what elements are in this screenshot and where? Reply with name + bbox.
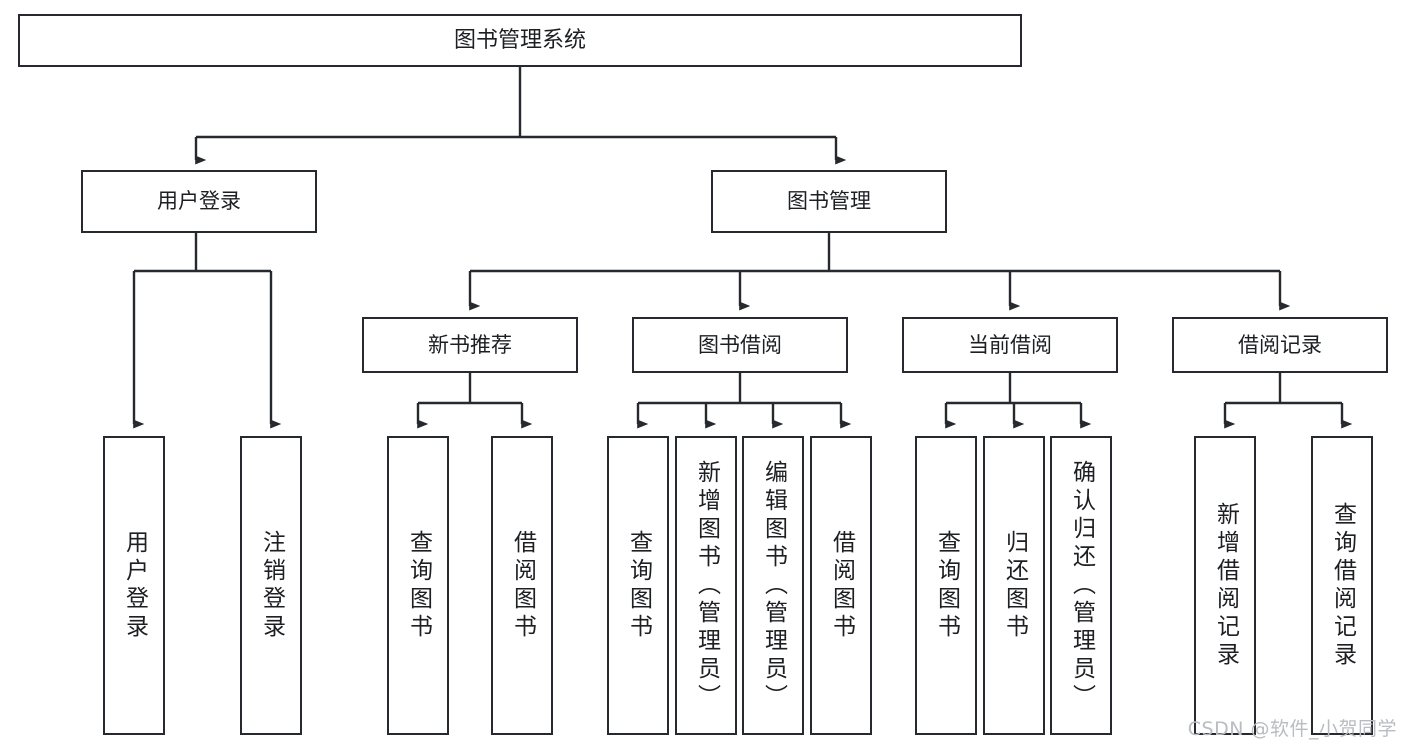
node-label: 借阅图书 [509, 529, 536, 642]
leaf-record-query-borrow-record[interactable]: 查询借阅记录 [1311, 436, 1373, 735]
leaf-current-return-books[interactable]: 归还图书 [983, 436, 1045, 735]
leaf-new-book-borrow-books[interactable]: 借阅图书 [491, 436, 553, 735]
node-current-borrow[interactable]: 当前借阅 [902, 317, 1118, 373]
node-label: 用户登录 [121, 529, 148, 642]
node-label: 查询借阅记录 [1329, 501, 1356, 670]
leaf-borrow-edit-book-admin[interactable]: 编辑图书（管理员） [742, 436, 804, 735]
node-new-book-recommend[interactable]: 新书推荐 [362, 317, 578, 373]
node-borrow-record[interactable]: 借阅记录 [1172, 317, 1388, 373]
node-label: 图书管理 [787, 189, 871, 214]
leaf-current-query-books[interactable]: 查询图书 [915, 436, 977, 735]
node-label: 用户登录 [157, 189, 241, 214]
node-label: 图书管理系统 [453, 27, 586, 53]
leaf-user-login-logout[interactable]: 注销登录 [240, 436, 302, 735]
node-book-management[interactable]: 图书管理 [711, 170, 947, 233]
leaf-borrow-borrow-books[interactable]: 借阅图书 [810, 436, 872, 735]
node-label: 确认归还（管理员） [1068, 459, 1095, 712]
node-user-login[interactable]: 用户登录 [81, 170, 317, 233]
node-root-book-management-system[interactable]: 图书管理系统 [18, 14, 1022, 67]
leaf-user-login-login[interactable]: 用户登录 [103, 436, 165, 735]
leaf-current-confirm-return-admin[interactable]: 确认归还（管理员） [1050, 436, 1112, 735]
leaf-borrow-query-books[interactable]: 查询图书 [607, 436, 669, 735]
node-label: 新书推荐 [428, 332, 512, 357]
node-label: 查询图书 [625, 529, 652, 642]
node-book-borrow[interactable]: 图书借阅 [632, 317, 848, 373]
node-label: 借阅图书 [828, 529, 855, 642]
leaf-new-book-query-books[interactable]: 查询图书 [387, 436, 449, 735]
leaf-record-add-borrow-record[interactable]: 新增借阅记录 [1194, 436, 1256, 735]
node-label: 归还图书 [1001, 529, 1028, 642]
node-label: 新增借阅记录 [1212, 501, 1239, 670]
node-label: 查询图书 [933, 529, 960, 642]
node-label: 新增图书（管理员） [693, 459, 720, 712]
node-label: 图书借阅 [698, 332, 782, 357]
node-label: 当前借阅 [968, 332, 1052, 357]
leaf-borrow-add-book-admin[interactable]: 新增图书（管理员） [675, 436, 737, 735]
node-label: 借阅记录 [1238, 332, 1322, 357]
node-label: 编辑图书（管理员） [760, 459, 787, 712]
node-label: 注销登录 [258, 529, 285, 642]
csdn-watermark: CSDN @软件_小贺同学 [1187, 718, 1397, 740]
node-label: 查询图书 [405, 529, 432, 642]
